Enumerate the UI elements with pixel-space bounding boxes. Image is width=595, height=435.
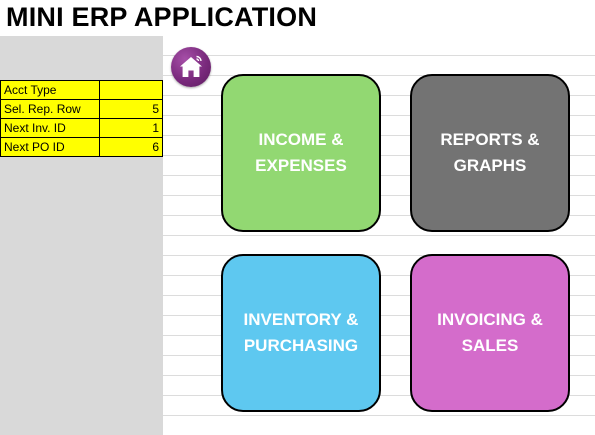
tile-label: INCOME & EXPENSES [255, 130, 347, 175]
table-row: Sel. Rep. Row 5 [0, 99, 163, 119]
table-row: Acct Type [0, 80, 163, 100]
home-icon [180, 55, 202, 77]
app-title: MINI ERP APPLICATION [6, 2, 318, 32]
variable-value[interactable]: 1 [99, 118, 163, 138]
variable-label[interactable]: Next Inv. ID [0, 118, 100, 138]
tile-label: INVOICING & SALES [437, 310, 543, 355]
inventory-purchasing-tile[interactable]: INVENTORY & PURCHASING [221, 254, 381, 412]
tile-label: INVENTORY & PURCHASING [243, 310, 359, 355]
variable-value[interactable]: 6 [99, 137, 163, 157]
reports-graphs-tile[interactable]: REPORTS & GRAPHS [410, 74, 570, 232]
home-button[interactable] [171, 47, 211, 87]
variable-label[interactable]: Next PO ID [0, 137, 100, 157]
invoicing-sales-tile[interactable]: INVOICING & SALES [410, 254, 570, 412]
tile-label: REPORTS & GRAPHS [440, 130, 540, 175]
variable-value[interactable]: 5 [99, 99, 163, 119]
table-row: Next PO ID 6 [0, 137, 163, 157]
variable-label[interactable]: Sel. Rep. Row [0, 99, 100, 119]
income-expenses-tile[interactable]: INCOME & EXPENSES [221, 74, 381, 232]
table-row: Next Inv. ID 1 [0, 118, 163, 138]
variable-label[interactable]: Acct Type [0, 80, 100, 100]
variables-table: Acct Type Sel. Rep. Row 5 Next Inv. ID 1… [0, 80, 163, 157]
variable-value[interactable] [99, 80, 163, 100]
